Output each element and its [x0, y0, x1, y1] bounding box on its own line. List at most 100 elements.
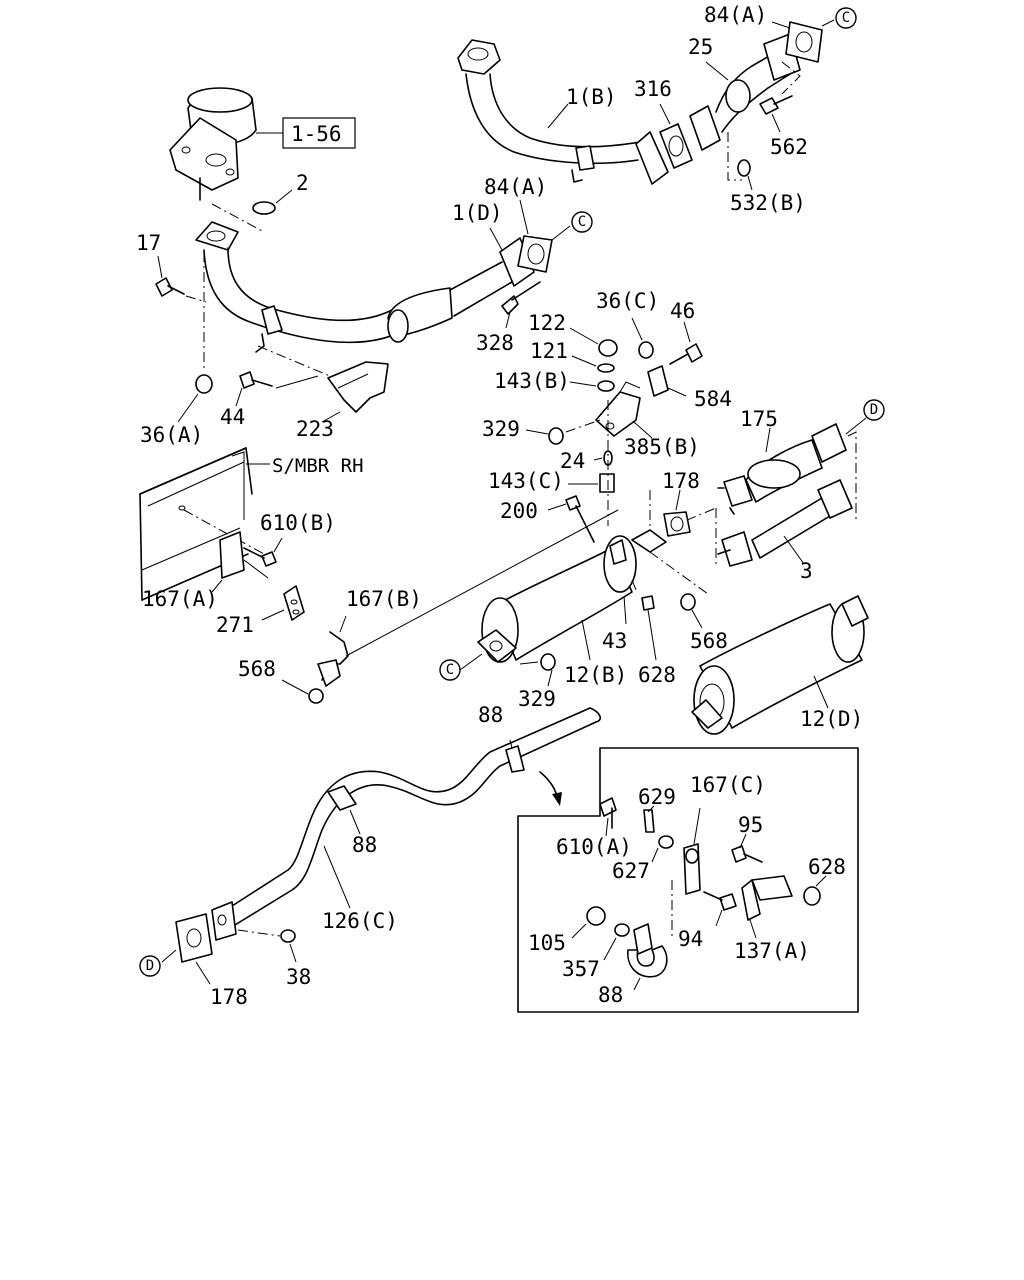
label-357: 357	[562, 957, 600, 981]
label-88-top: 88	[478, 703, 503, 727]
ref-box-1-56	[282, 117, 356, 149]
gasket-178-low	[175, 913, 213, 963]
washer-121	[597, 363, 615, 373]
bolt-562	[759, 95, 793, 115]
label-627: 627	[612, 859, 650, 883]
label-584: 584	[694, 387, 732, 411]
label-46: 46	[670, 299, 695, 323]
side-member-rh	[139, 447, 253, 601]
insulator-143b	[597, 380, 615, 392]
bushing-628-mid	[641, 595, 655, 611]
label-88-mid: 88	[352, 833, 377, 857]
front-pipe-1d	[195, 221, 535, 353]
tail-pipe-126c	[211, 707, 602, 941]
pin-629	[643, 809, 655, 833]
washer-357	[614, 923, 630, 937]
label-2: 2	[296, 171, 309, 195]
gasket-316	[659, 123, 693, 169]
bolt-17	[155, 277, 185, 297]
nut-568-right	[680, 593, 696, 611]
label-12d: 12(D)	[800, 707, 863, 731]
clamp-88-inset	[627, 923, 668, 978]
clamp-167c	[683, 843, 701, 895]
nut-36a	[195, 374, 213, 394]
nut-532b	[737, 159, 751, 177]
converter-175	[717, 423, 847, 515]
label-121: 121	[530, 339, 568, 363]
label-167a: 167(A)	[142, 587, 218, 611]
label-1-56: 1-56	[291, 122, 342, 146]
bolt-94	[703, 891, 737, 911]
muffler-12d	[691, 595, 869, 735]
bracket-584	[647, 365, 687, 397]
connector-c-mid: C	[571, 211, 593, 233]
label-200: 200	[500, 499, 538, 523]
label-84a-top: 84(A)	[704, 3, 767, 27]
washer-38	[280, 929, 296, 943]
connector-c-top: C	[835, 7, 857, 29]
bracket-223	[327, 361, 389, 413]
pipe-25	[689, 33, 801, 151]
centerline-2	[211, 203, 265, 233]
gasket-2	[252, 201, 276, 215]
nut-122	[598, 339, 618, 357]
label-532b: 532(B)	[730, 191, 806, 215]
label-629: 629	[638, 785, 676, 809]
label-568-left: 568	[238, 657, 276, 681]
connector-c-low: C	[439, 659, 461, 681]
label-610b: 610(B)	[260, 511, 336, 535]
label-105: 105	[528, 931, 566, 955]
nut-329-low	[540, 653, 556, 671]
label-25: 25	[688, 35, 713, 59]
label-43: 43	[602, 629, 627, 653]
label-1b: 1(B)	[566, 85, 617, 109]
label-143b: 143(B)	[494, 369, 570, 393]
label-24: 24	[560, 449, 585, 473]
label-167b: 167(B)	[346, 587, 422, 611]
inset-frame	[517, 747, 859, 1013]
bracket-137a	[741, 875, 793, 921]
label-610a: 610(A)	[556, 835, 632, 859]
gasket-84a-mid	[517, 235, 553, 273]
label-1d: 1(D)	[452, 201, 503, 225]
bolt-328	[501, 281, 541, 315]
connector-d-low: D	[139, 955, 161, 977]
svg-text:C: C	[842, 10, 850, 26]
nut-568-left	[308, 688, 324, 704]
gasket-84a-top	[785, 21, 823, 63]
label-3: 3	[800, 559, 813, 583]
nut-36c	[638, 341, 654, 359]
label-178-low: 178	[210, 985, 248, 1009]
label-126c: 126(C)	[322, 909, 398, 933]
bolt-46	[669, 343, 703, 365]
label-12b: 12(B)	[564, 663, 627, 687]
label-562: 562	[770, 135, 808, 159]
label-44: 44	[220, 405, 245, 429]
label-143c: 143(C)	[488, 469, 564, 493]
label-122: 122	[528, 311, 566, 335]
pipe-3	[717, 479, 853, 567]
connector-d-right: D	[863, 399, 885, 421]
label-316: 316	[634, 77, 672, 101]
gasket-178-mid	[663, 511, 691, 537]
bolt-610a	[599, 797, 617, 829]
label-95: 95	[738, 813, 763, 837]
label-84a-mid: 84(A)	[484, 175, 547, 199]
bolt-44	[239, 371, 273, 389]
svg-text:D: D	[870, 402, 878, 418]
svg-text:D: D	[146, 958, 154, 974]
label-smbr-rh: S/MBR RH	[272, 455, 364, 477]
bolt-200	[565, 495, 595, 543]
nut-628-inset	[803, 886, 821, 906]
catalytic-converter-1-56	[169, 87, 257, 201]
bracket-167a	[219, 531, 269, 579]
label-329-low: 329	[518, 687, 556, 711]
nut-329-top	[548, 427, 564, 445]
rubber-mount-271	[283, 585, 305, 621]
label-137a: 137(A)	[734, 939, 810, 963]
label-178-mid: 178	[662, 469, 700, 493]
label-628-inset: 628	[808, 855, 846, 879]
label-223: 223	[296, 417, 334, 441]
insulator-143c	[599, 473, 615, 493]
bracket-385b	[595, 381, 641, 437]
